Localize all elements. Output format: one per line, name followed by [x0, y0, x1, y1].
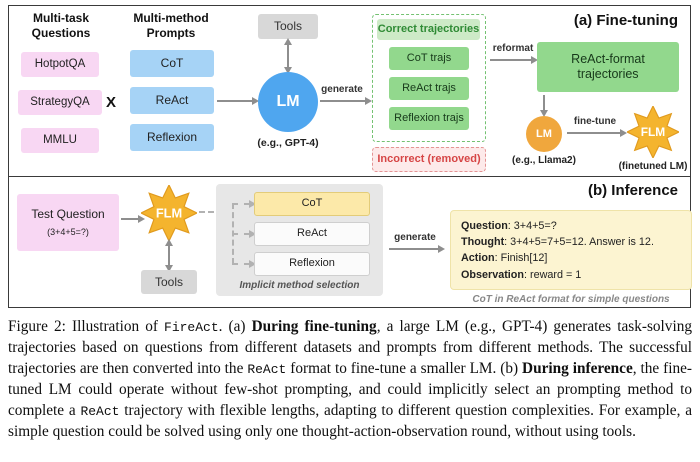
dashed-arrow-to-cot — [232, 200, 256, 208]
finetuned-lm-star-a: FLM — [625, 104, 681, 160]
dataset-strategyqa: StrategyQA — [18, 90, 102, 115]
reformat-label: reformat — [492, 43, 534, 54]
figure-2-diagram: (a) Fine-tuning Multi-task Questions Hot… — [8, 5, 692, 308]
trajectory-key: Question — [461, 220, 508, 232]
trajectory-value: : reward = 1 — [524, 268, 582, 281]
finetuned-lm-star-b: FLM — [139, 183, 199, 243]
finetuned-lm-caption: (finetuned LM) — [618, 161, 688, 172]
trajectory-value: : 3+4+5=? — [507, 220, 557, 232]
incorrect-removed-box: Incorrect (removed) — [372, 147, 486, 172]
flm-star-label-b: FLM — [156, 206, 182, 221]
arrow-trajectories-to-small-lm — [540, 95, 548, 117]
method-selection-panel: CoT ReAct Reflexion Implicit method sele… — [216, 184, 383, 296]
prompt-cot: CoT — [130, 50, 214, 77]
prompt-react: ReAct — [130, 87, 214, 114]
prompts-column-header: Multi-method Prompts — [133, 11, 209, 40]
generate-label-a: generate — [321, 84, 363, 95]
flm-star-label-a: FLM — [641, 125, 666, 139]
trajectory-key: Thought — [461, 236, 505, 249]
react-trajs-box: ReAct trajs — [389, 77, 469, 100]
trajectory-value: : Finish[12] — [494, 252, 548, 265]
output-trajectory-box: Question: 3+4+5=? Thought: 3+4+5=7+5=12.… — [450, 210, 692, 290]
tools-box-finetuning: Tools — [258, 14, 318, 39]
star-icon: FLM — [139, 183, 199, 243]
panel-divider-line — [9, 176, 690, 177]
tools-box-inference: Tools — [141, 270, 197, 294]
trajectory-line-question: Question: 3+4+5=? — [461, 218, 681, 234]
reflexion-trajs-box: Reflexion trajs — [389, 107, 469, 130]
arrow-reformat — [490, 56, 538, 64]
method-cot-selected: CoT — [254, 192, 370, 216]
panel-b-label: (b) Inference — [587, 182, 678, 199]
output-trajectory-caption: CoT in ReAct format for simple questions — [472, 294, 670, 305]
test-question-sub: (3+4+5=?) — [47, 227, 89, 238]
method-reflexion: Reflexion — [254, 252, 370, 276]
trajectory-value: : 3+4+5=7+5=12. Answer is 12. — [504, 236, 654, 249]
implicit-selection-caption: Implicit method selection — [239, 280, 360, 291]
test-question-box: Test Question (3+4+5=?) — [17, 194, 119, 251]
small-lm-circle: LM — [526, 116, 562, 152]
trajectory-line-observation: Observation: reward = 1 — [461, 267, 681, 283]
dataset-hotpotqa: HotpotQA — [21, 52, 99, 77]
figure-caption: Figure 2: Illustration of FireAct. (a) D… — [8, 318, 693, 440]
react-format-line1: ReAct-format — [571, 52, 645, 66]
dashed-arrow-to-react — [232, 230, 256, 238]
arrow-flm-tools-bidirectional — [165, 239, 173, 272]
large-lm-circle: LM — [258, 72, 318, 132]
test-question-title: Test Question — [31, 206, 105, 221]
dataset-mmlu: MMLU — [21, 128, 99, 153]
cot-trajs-box: CoT trajs — [389, 47, 469, 70]
dashed-arrow-to-reflexion — [232, 260, 256, 268]
star-icon: FLM — [625, 104, 681, 160]
arrow-tools-lm-bidirectional — [284, 38, 292, 74]
finetune-label: fine-tune — [573, 116, 617, 127]
prompt-reflexion: Reflexion — [130, 124, 214, 151]
questions-column-header: Multi-task Questions — [31, 11, 91, 40]
generate-label-b: generate — [394, 232, 436, 243]
arrow-question-to-flm — [121, 215, 145, 223]
trajectory-key: Observation — [461, 268, 524, 281]
dashed-line-flm-to-methods — [199, 211, 232, 213]
correct-trajectories-header: Correct trajectories — [377, 19, 480, 40]
arrow-generate-b — [389, 245, 445, 253]
trajectory-line-action: Action: Finish[12] — [461, 250, 681, 266]
small-lm-caption: (e.g., Llama2) — [512, 155, 576, 166]
trajectory-line-thought: Thought: 3+4+5=7+5=12. Answer is 12. — [461, 234, 681, 250]
arrow-generate-a — [320, 97, 372, 105]
method-react: ReAct — [254, 222, 370, 246]
correct-trajectories-region: Correct trajectories CoT trajs ReAct tra… — [372, 14, 486, 142]
large-lm-caption: (e.g., GPT-4) — [257, 137, 319, 149]
react-format-trajectories-box: ReAct-format trajectories — [537, 42, 679, 92]
arrow-finetune — [567, 129, 627, 137]
cross-product-symbol: X — [106, 94, 117, 111]
arrow-prompts-to-lm — [217, 97, 259, 105]
panel-a-label: (a) Fine-tuning — [573, 12, 678, 29]
trajectory-key: Action — [461, 252, 495, 265]
react-format-line2: trajectories — [577, 67, 639, 81]
